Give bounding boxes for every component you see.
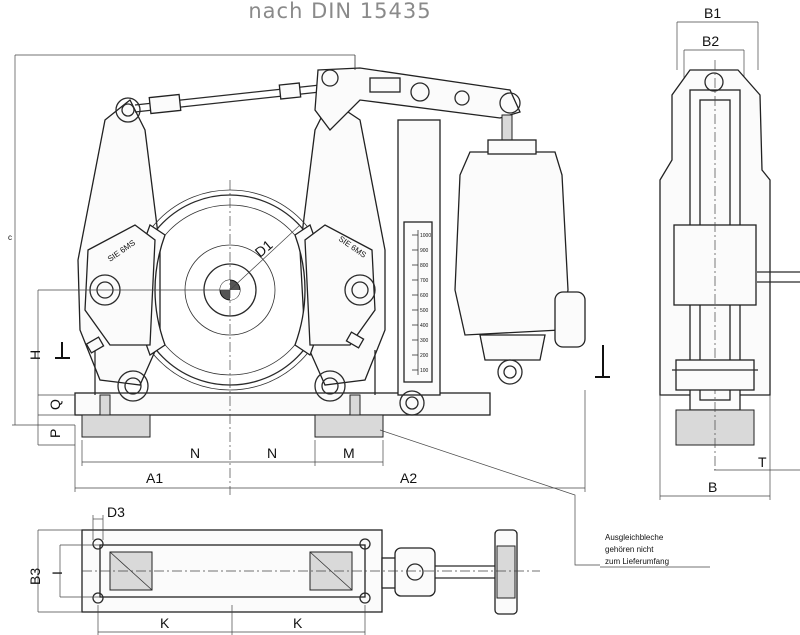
dim-n-right-label: N [267, 445, 277, 461]
dim-d1-label: D1 [252, 236, 276, 260]
scale-mark-8: 300 [420, 338, 429, 344]
front-view: c SIE 6MS SIE 6MS [8, 54, 610, 566]
scale-mark-6: 500 [420, 308, 429, 314]
adjustment-scale: 1000 900 800 700 600 500 400 300 200 100 [412, 230, 431, 375]
plan-view: D3 B3 I K K [27, 504, 540, 635]
dim-c-label: c [8, 233, 12, 242]
drawing-title: nach DIN 15435 [248, 0, 431, 23]
scale-mark-9: 200 [420, 353, 429, 359]
scale-mark-3: 800 [420, 263, 429, 269]
dim-b2-label: B2 [702, 33, 719, 49]
dim-a1-label: A1 [146, 470, 163, 486]
dim-m-label: M [343, 445, 355, 461]
shim-note: Ausgleichbleche gehören nicht zum Liefer… [600, 533, 710, 568]
side-view: B1 B2 B T [659, 5, 800, 500]
dim-b1-label: B1 [704, 5, 721, 21]
scale-mark-10: 100 [420, 368, 429, 374]
scale-mark-2: 900 [420, 248, 429, 254]
scale-mark-1: 1000 [420, 233, 431, 239]
scale-mark-7: 400 [420, 323, 429, 329]
dim-k-right-label: K [293, 615, 303, 631]
dim-q-label: Q [47, 399, 63, 410]
dim-p-label: P [47, 429, 63, 438]
dim-t-label: T [758, 454, 767, 470]
dim-a2-label: A2 [400, 470, 417, 486]
note-line-3: zum Lieferumfang [605, 557, 669, 566]
dim-b-label: B [708, 479, 717, 495]
dim-k-left-label: K [160, 615, 170, 631]
note-line-2: gehören nicht [605, 545, 654, 554]
dim-n-left-label: N [190, 445, 200, 461]
scale-mark-5: 600 [420, 293, 429, 299]
scale-mark-4: 700 [420, 278, 429, 284]
note-line-1: Ausgleichbleche [605, 533, 664, 542]
dim-b3-label: B3 [27, 568, 43, 585]
dim-d3-label: D3 [107, 504, 125, 520]
dim-h-label: H [27, 350, 43, 360]
dim-i-label: I [49, 571, 65, 575]
